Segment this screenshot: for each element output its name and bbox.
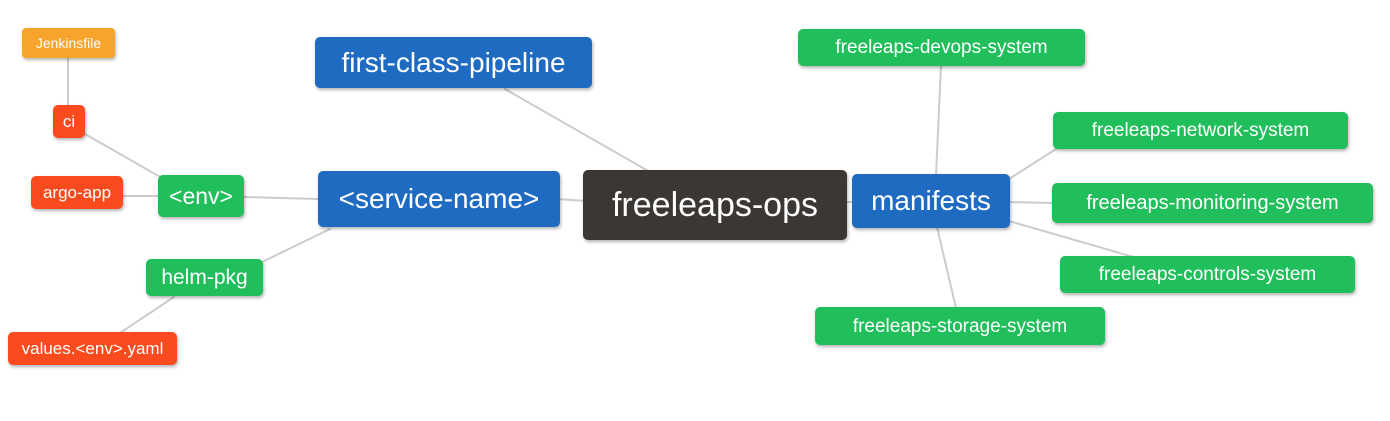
node-ci[interactable]: ci <box>53 105 85 138</box>
edge-pipeline-root <box>504 88 651 173</box>
edge-service-name-root <box>555 198 588 202</box>
edge-manifests-controls <box>1008 220 1138 259</box>
edge-ci-env <box>84 133 163 179</box>
node-jenkinsfile[interactable]: Jenkinsfile <box>22 28 115 58</box>
node-helm-pkg[interactable]: helm-pkg <box>146 259 263 296</box>
node-freeleaps-storage-system[interactable]: freeleaps-storage-system <box>815 307 1105 345</box>
edge-helm-pkg-service-name <box>261 228 331 263</box>
node-argo-app[interactable]: argo-app <box>31 176 123 209</box>
edge-manifests-devops <box>935 65 942 176</box>
edge-manifests-storage <box>936 226 957 309</box>
node-root-freeleaps-ops[interactable]: freeleaps-ops <box>583 170 847 240</box>
node-freeleaps-network-system[interactable]: freeleaps-network-system <box>1053 112 1348 149</box>
edge-manifests-network <box>1008 148 1057 180</box>
node-values-env-yaml[interactable]: values.<env>.yaml <box>8 332 177 365</box>
node-freeleaps-monitoring-system[interactable]: freeleaps-monitoring-system <box>1052 183 1373 223</box>
node-first-class-pipeline[interactable]: first-class-pipeline <box>315 37 592 88</box>
node-manifests[interactable]: manifests <box>852 174 1010 228</box>
node-env[interactable]: <env> <box>158 175 244 217</box>
node-freeleaps-devops-system[interactable]: freeleaps-devops-system <box>798 29 1085 66</box>
node-service-name[interactable]: <service-name> <box>318 171 560 227</box>
edge-manifests-monitoring <box>1007 201 1055 204</box>
node-freeleaps-controls-system[interactable]: freeleaps-controls-system <box>1060 256 1355 293</box>
edge-values-helm-pkg <box>119 296 175 334</box>
edge-env-service-name <box>243 196 319 200</box>
